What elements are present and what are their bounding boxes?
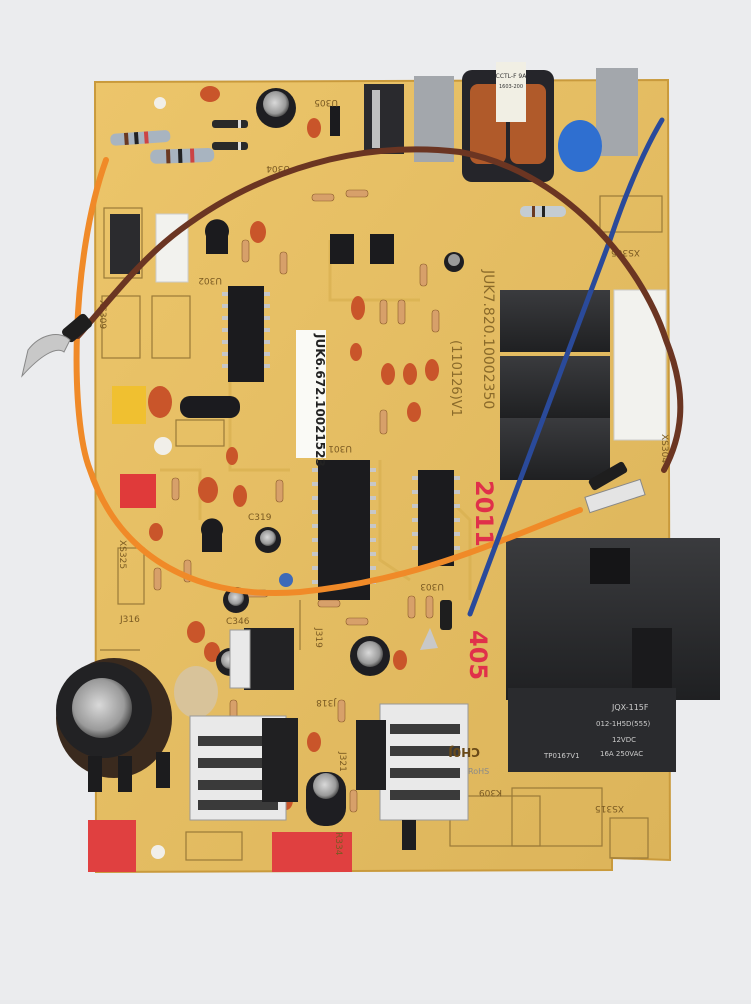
fuse-label: CCTL-F 9A [496, 73, 528, 80]
transistor [205, 219, 229, 254]
sticker-text: JUK6.672.10021523 [313, 333, 327, 467]
relay-coil: 12VDC [612, 736, 636, 744]
label-j316: J316 [119, 615, 140, 625]
connector-red-bottom [88, 820, 136, 872]
connector-red-large [272, 832, 352, 872]
mounting-hole [154, 97, 166, 109]
heatsink-left [189, 715, 298, 821]
bridge-rectifier [364, 84, 404, 154]
common-mode-choke: CCTL-F 9A 1603-200 [462, 62, 554, 182]
wire-terminals [21, 313, 646, 650]
label-c319: C319 [248, 513, 272, 523]
label-xs325: XS325 [117, 540, 127, 569]
relay-model: JQX-115F [611, 703, 649, 712]
wire-brown [75, 146, 684, 473]
label-u301: U301 [328, 443, 352, 453]
y-capacitor [558, 120, 602, 172]
rectifier-diodes [88, 752, 170, 792]
ic-chips [201, 106, 460, 600]
connectors [88, 213, 352, 872]
marker-text-top: 2011 [470, 480, 498, 547]
ic-u302 [222, 286, 270, 382]
label-xs309: XS309 [97, 300, 107, 329]
heatsink-right [356, 703, 469, 850]
part-sticker: JUK6.672.10021523 [296, 330, 327, 467]
relay-code: TP0167V1 [543, 752, 580, 760]
label-k309: K309 [479, 787, 502, 797]
label-xs305: XS305 [611, 247, 640, 257]
board-code-text: JUK7.820.10002350 [480, 269, 496, 409]
label-c346: C346 [226, 617, 250, 627]
label-jumper: CH0J [448, 745, 480, 759]
label-u304: U304 [266, 163, 290, 173]
ic-u301-mcu [312, 460, 376, 600]
diode [330, 106, 340, 136]
label-xs304: XS304 [659, 434, 669, 463]
main-electrolytic-capacitor [56, 658, 218, 778]
optocoupler [370, 234, 394, 264]
board-code: JUK7.820.10002350 (110126)V1 [448, 269, 496, 417]
label-xs315: XS315 [595, 803, 624, 813]
optocoupler [330, 234, 354, 264]
label-r334: R334 [333, 832, 343, 856]
handwritten-marker: 2011 405 [464, 480, 498, 680]
silkscreen-outlines [100, 195, 663, 861]
regulator [244, 628, 294, 690]
fuse-sub-label: 1603-200 [499, 84, 523, 90]
relay-k1 [500, 290, 610, 352]
label-u302: U302 [198, 275, 222, 285]
relay-jqx: JQX-115F 012-1H5D(555) 12VDC 16A 250VAC … [508, 688, 676, 772]
mounting-hole [151, 845, 165, 859]
rohs-logo: RoHS [468, 767, 489, 776]
connector-black [110, 214, 140, 274]
label-j318: J318 [316, 697, 337, 707]
label-u305: U305 [314, 97, 338, 107]
label-j321: J321 [337, 751, 347, 772]
relays: JQX-115F 012-1H5D(555) 12VDC 16A 250VAC … [500, 289, 720, 772]
top-power-components: CCTL-F 9A 1603-200 [364, 62, 638, 182]
main-power-relay [506, 538, 720, 700]
label-j319: J319 [313, 627, 323, 648]
silkscreen-text: U301 U302 U303 U304 U305 K309 XS305 XS30… [97, 97, 669, 856]
mounting-hole [154, 437, 172, 455]
x-capacitor [596, 68, 638, 156]
marker-text-bottom: 405 [464, 630, 492, 680]
board-rev-text: (110126)V1 [448, 340, 463, 417]
transistor [201, 518, 223, 552]
label-u303: U303 [420, 581, 444, 591]
ceramic-capacitors [148, 86, 439, 810]
heatsinks [189, 628, 469, 850]
relay-submodel: 012-1H5D(555) [596, 720, 651, 728]
connector-red [120, 474, 156, 508]
relay-k3 [500, 418, 610, 480]
relay-rating: 16A 250VAC [600, 750, 643, 758]
wire-blue [467, 117, 665, 617]
connector-yellow [112, 386, 146, 424]
ic-u303 [412, 470, 460, 566]
